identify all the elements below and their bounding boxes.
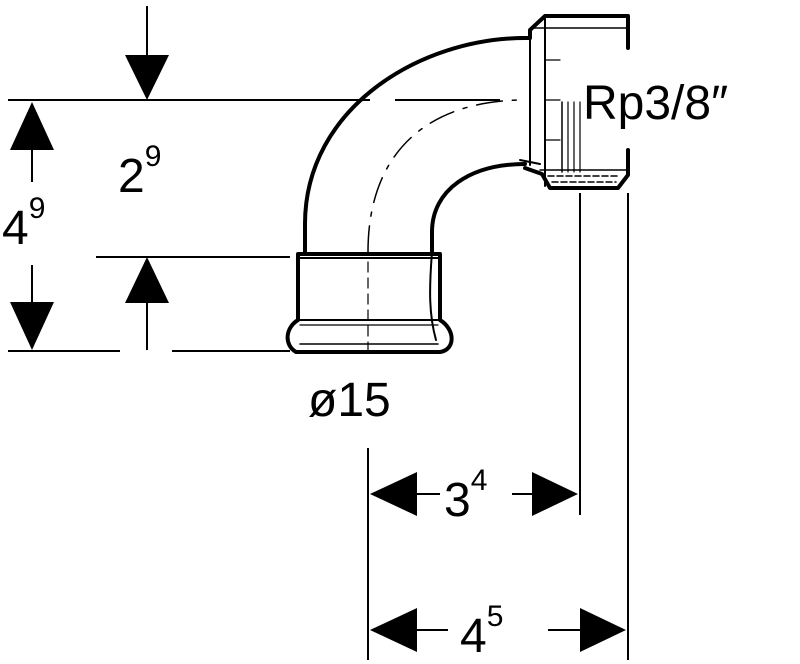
dim-2-9-base: 2 xyxy=(118,150,145,203)
arrow-right-icon xyxy=(532,472,578,516)
dimension-2-9: 29 xyxy=(118,6,169,350)
dim-3-4-base: 3 xyxy=(444,474,471,527)
thread-label: Rp3/8″ xyxy=(583,77,728,130)
arrow-left-icon xyxy=(370,608,417,652)
dimension-4-5: 45 xyxy=(370,600,626,663)
arrow-up-icon xyxy=(10,102,54,150)
dim-4-9-base: 4 xyxy=(2,202,29,255)
reference-lines xyxy=(8,99,629,660)
arrow-left-icon xyxy=(370,472,417,516)
dimension-3-4: 34 xyxy=(370,464,578,527)
svg-text:29: 29 xyxy=(118,140,161,203)
arrow-down-icon xyxy=(10,302,54,350)
dim-4-5-sup: 5 xyxy=(487,600,504,633)
dim-3-4-sup: 4 xyxy=(471,464,488,497)
dim-4-5-base: 4 xyxy=(460,610,487,663)
dim-4-9-sup: 9 xyxy=(29,192,46,225)
dim-2-9-sup: 9 xyxy=(145,140,162,173)
elbow-fitting xyxy=(285,14,630,354)
arrow-up-icon xyxy=(125,257,169,303)
svg-text:49: 49 xyxy=(2,192,45,255)
arrow-down-icon xyxy=(125,55,169,100)
arrow-right-icon xyxy=(580,608,626,652)
svg-text:45: 45 xyxy=(460,600,503,663)
dimension-4-9: 49 xyxy=(2,102,54,350)
svg-text:34: 34 xyxy=(444,464,487,527)
diameter-label: ø15 xyxy=(308,374,391,427)
